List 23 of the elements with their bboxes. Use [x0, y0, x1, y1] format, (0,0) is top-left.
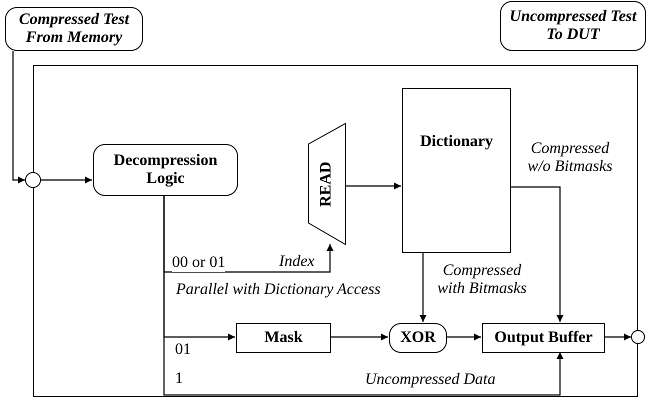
arrow — [163, 195, 564, 396]
arrow — [446, 334, 481, 340]
arrow — [604, 334, 631, 340]
arrow — [345, 182, 401, 190]
signal-label: Uncompressed Data — [365, 371, 496, 389]
input-box: Compressed Test From Memory — [5, 7, 143, 51]
read-trapezoid: READ — [308, 123, 346, 245]
process-box: Decompression Logic — [93, 144, 238, 196]
arrow — [420, 252, 426, 322]
junction-circle — [25, 172, 41, 188]
buffer-box: Output Buffer — [482, 323, 605, 353]
junction-circle — [631, 330, 645, 344]
dictionary-box: Dictionary — [402, 88, 511, 253]
arrow — [12, 51, 25, 184]
arrow — [510, 186, 564, 322]
arrow — [41, 176, 92, 184]
process-box: Mask — [236, 323, 331, 353]
system-frame — [33, 65, 638, 397]
arrow — [330, 334, 388, 340]
signal-label: Parallel with Dictionary Access — [176, 281, 381, 299]
xor-box: XOR — [389, 323, 447, 353]
edge-label: 00 or 01 — [172, 254, 226, 272]
output-box: Uncompressed Test To DUT — [500, 1, 646, 51]
